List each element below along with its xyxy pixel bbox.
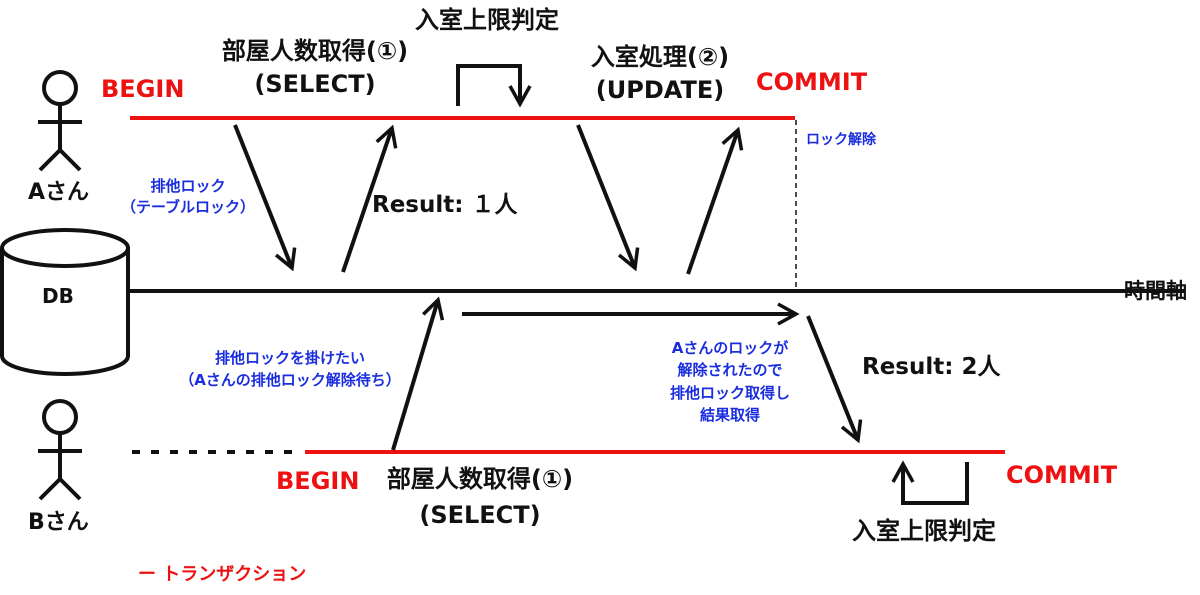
database-icon [0,228,130,376]
transaction-a-update-label: 入室処理(②) (UPDATE) [570,43,750,104]
timeline-label: 時間軸 [1124,279,1187,303]
transaction-a-check-label: 入室上限判定 [415,6,559,34]
transaction-b-wait-line2: （Aさんの排他ロック解除待ち） [179,371,401,390]
transaction-b-result-label: Result: 2人 [862,354,1001,380]
transaction-b-select-label: 部屋人数取得(①) (SELECT) [370,465,590,529]
arrow-a-update-result [686,126,744,275]
arrow-b-select-request [391,296,445,451]
transaction-b-acquired-line2: 解除されたので [677,361,783,380]
arrow-b-select-result [806,315,863,444]
transaction-b-wait-line1: 排他ロックを掛けたい [214,349,365,367]
transaction-a-update-line2: (UPDATE) [595,75,725,104]
legend-transaction: ー トランザクション [138,564,307,585]
transaction-b-acquired-line4: 結果取得 [699,405,760,424]
transaction-a-select-line1: 部屋人数取得(①) [221,37,409,65]
check-bracket-a [456,64,532,108]
transaction-a-select-line2: (SELECT) [254,69,376,98]
transaction-b-commit: COMMIT [1006,461,1118,489]
transaction-a-commit: COMMIT [756,68,868,96]
transaction-b-wait-label: 排他ロックを掛けたい （Aさんの排他ロック解除待ち） [170,349,410,390]
transaction-b-acquired-label: Aさんのロックが 解除されたので 排他ロック取得し 結果取得 [650,339,810,424]
arrow-a-select-result [341,124,398,273]
transaction-b-acquired-line3: 排他ロック取得し [669,383,790,402]
transaction-a-lock-line1: 排他ロック [150,177,226,195]
arrow-a-update-request [576,124,640,272]
actor-a-label: Aさん [28,180,90,205]
person-a-icon [38,70,82,172]
transaction-a-select-label: 部屋人数取得(①) (SELECT) [205,37,425,98]
transaction-b-begin: BEGIN [276,467,360,495]
transaction-b-select-line1: 部屋人数取得(①) [386,465,574,493]
db-label: DB [42,284,74,308]
transaction-a-unlock-label: ロック解除 [806,132,876,148]
person-b-icon [38,399,82,501]
check-bracket-b [891,460,969,505]
transaction-a-lock-label: 排他ロック （テーブルロック） [108,177,268,217]
arrow-a-select-request [233,124,297,272]
transaction-b-check-label: 入室上限判定 [852,517,996,545]
transaction-a-lock-line2: （テーブルロック） [120,198,256,217]
transaction-a-begin: BEGIN [101,75,185,103]
transaction-b-select-line2: (SELECT) [419,500,541,529]
transaction-a-update-line1: 入室処理(②) [590,43,730,71]
transaction-b-acquired-line1: Aさんのロックが [671,339,789,357]
transaction-a-result-label: Result: １人 [372,192,518,218]
actor-b-label: Bさん [28,510,89,535]
